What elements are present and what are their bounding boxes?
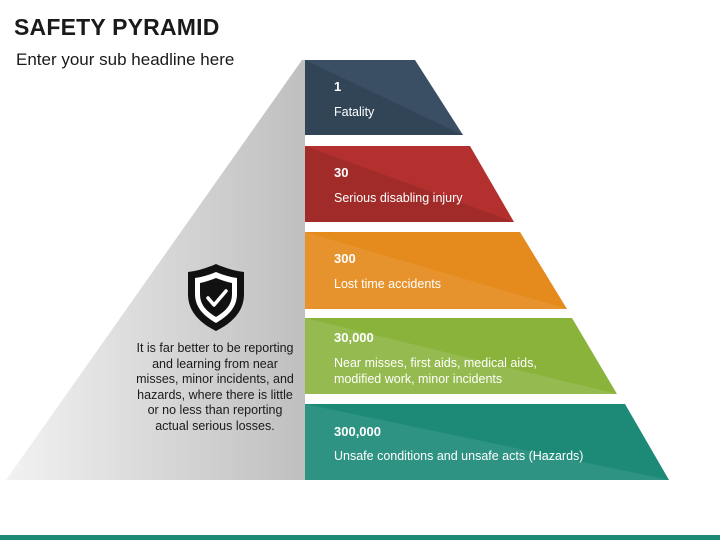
shield-check-icon (188, 264, 244, 331)
bottom-accent-bar (0, 535, 720, 540)
tier-4-shade (305, 318, 617, 394)
tier-3-value: 300 (334, 251, 356, 266)
tier-3-shade (305, 232, 567, 309)
tier-5-value: 300,000 (334, 424, 381, 439)
tier-1-band (305, 60, 463, 135)
tier-5-label: Unsafe conditions and unsafe acts (Hazar… (334, 449, 584, 463)
left-panel-text: It is far better to be reporting and lea… (136, 341, 294, 433)
tier-2-label: Serious disabling injury (334, 191, 463, 205)
tier-3-band (305, 232, 567, 309)
tier-2-shade (305, 146, 514, 222)
tier-1-value: 1 (334, 79, 342, 94)
tier-3-label: Lost time accidents (334, 277, 441, 291)
tier-2-band (305, 146, 514, 222)
tier-4-label-line-1: Near misses, first aids, medical aids, (334, 356, 537, 370)
tier-1-shade (305, 60, 463, 135)
tier-2-value: 30 (334, 165, 349, 180)
tier-1-label: Fatality (334, 105, 375, 119)
pyramid-left-face (6, 60, 305, 480)
page-title: SAFETY PYRAMID (14, 14, 220, 40)
tier-5-band (305, 404, 669, 480)
tier-4-band (305, 318, 617, 394)
tier-4-value: 30,000 (334, 330, 374, 345)
tier-5-shade (305, 404, 669, 480)
page-subtitle: Enter your sub headline here (16, 50, 235, 69)
tier-4-label-line-2: modified work, minor incidents (334, 372, 503, 386)
